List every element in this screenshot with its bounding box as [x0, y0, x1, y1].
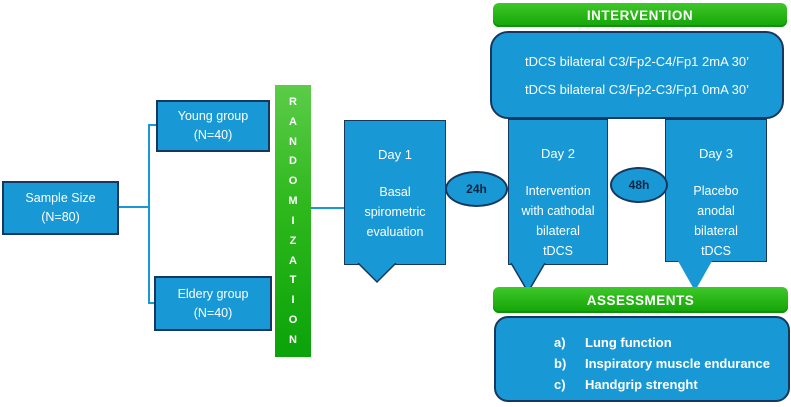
randomization-letter: O: [288, 314, 298, 327]
sample-size-box: Sample Size (N=80): [2, 181, 119, 235]
connector-randomization-to-day1: [310, 207, 344, 209]
assessment-item-label: c): [554, 377, 566, 392]
interval-24h-label: 24h: [466, 182, 487, 196]
randomization-letter: T: [289, 274, 297, 287]
randomization-letter: A: [289, 115, 297, 128]
day1-box: Day 1 Basal spirometric evaluation: [344, 120, 446, 265]
assessment-item-label: a): [554, 335, 566, 350]
day1-line: spirometric: [364, 205, 426, 219]
day1-description: Basal spirometric evaluation: [345, 182, 445, 242]
day3-line: bilateral: [694, 224, 738, 238]
sample-size-n: (N=80): [41, 210, 80, 224]
intervention-box: tDCS bilateral C3/Fp2-C4/Fp1 2mA 30’ tDC…: [490, 31, 784, 119]
connector-branch-to-young: [150, 124, 157, 126]
interval-48h-label: 48h: [628, 178, 650, 192]
day3-line: Placebo: [693, 184, 739, 198]
day2-line: tDCS: [543, 244, 573, 258]
assessments-header-label: ASSESSMENTS: [586, 292, 695, 308]
day3-title: Day 3: [699, 146, 733, 161]
assessment-item: b) Inspiratory muscle endurance: [554, 356, 788, 371]
day1-pointer: [357, 263, 397, 284]
day1-title: Day 1: [378, 147, 412, 162]
connector-branch-to-eldery: [150, 302, 155, 304]
randomization-letter: I: [291, 214, 295, 227]
assessments-header: ASSESSMENTS: [493, 287, 788, 313]
day3-pointer: [678, 261, 712, 291]
randomization-letter: N: [289, 333, 297, 346]
day2-line: with cathodal: [521, 204, 595, 218]
day2-title: Day 2: [541, 146, 575, 161]
randomization-letter: I: [291, 294, 295, 307]
intervention-protocol-active: tDCS bilateral C3/Fp2-C4/Fp1 2mA 30’: [525, 53, 749, 69]
day3-line: anodal: [697, 204, 735, 218]
day3-description: Placebo anodal bilateral tDCS: [666, 181, 766, 261]
connector-sample-to-branch: [118, 206, 150, 208]
assessment-item-text: Lung function: [585, 335, 672, 350]
randomization-letter: A: [289, 254, 297, 267]
day3-line: tDCS: [701, 244, 731, 258]
randomization-bar: R A N D O M I Z A T I O N: [275, 85, 311, 357]
eldery-group-box: Eldery group (N=40): [154, 276, 272, 331]
randomization-letter: D: [289, 155, 297, 168]
intervention-protocol-sham: tDCS bilateral C3/Fp2-C3/Fp1 0mA 30’: [525, 81, 749, 97]
connector-branch-vertical: [148, 124, 150, 304]
assessments-list: a) Lung function b) Inspiratory muscle e…: [496, 318, 788, 392]
intervention-details: tDCS bilateral C3/Fp2-C4/Fp1 2mA 30’ tDC…: [492, 33, 782, 117]
assessment-item: c) Handgrip strenght: [554, 377, 788, 392]
day2-box: Day 2 Intervention with cathodal bilater…: [508, 119, 608, 265]
intervention-header: INTERVENTION: [493, 3, 787, 27]
day2-line: Intervention: [525, 184, 591, 198]
assessment-item: a) Lung function: [554, 335, 788, 350]
randomization-letter: Z: [289, 234, 297, 247]
young-group-n: (N=40): [193, 128, 233, 142]
day3-box: Day 3 Placebo anodal bilateral tDCS: [665, 119, 767, 262]
day1-line: Basal: [379, 185, 411, 199]
randomization-letter: N: [289, 135, 297, 148]
young-group-label: Young group: [177, 109, 249, 123]
day1-line: evaluation: [366, 225, 424, 239]
eldery-group-label: Eldery group: [177, 286, 249, 301]
day2-description: Intervention with cathodal bilateral tDC…: [509, 181, 607, 261]
interval-24h-ellipse: 24h: [445, 171, 508, 207]
assessment-item-text: Inspiratory muscle endurance: [585, 356, 770, 371]
intervention-header-label: INTERVENTION: [586, 7, 694, 23]
randomization-letter: R: [289, 96, 297, 108]
assessments-box: a) Lung function b) Inspiratory muscle e…: [494, 316, 790, 402]
assessment-item-text: Handgrip strenght: [585, 377, 698, 392]
sample-size-label: Sample Size: [25, 191, 96, 205]
interval-48h-ellipse: 48h: [610, 167, 668, 203]
randomization-letter: M: [288, 195, 298, 208]
eldery-group-n: (N=40): [193, 305, 233, 320]
young-group-box: Young group (N=40): [156, 100, 270, 152]
assessment-item-label: b): [554, 356, 567, 371]
day2-line: bilateral: [536, 224, 580, 238]
randomization-letter: O: [288, 175, 298, 188]
